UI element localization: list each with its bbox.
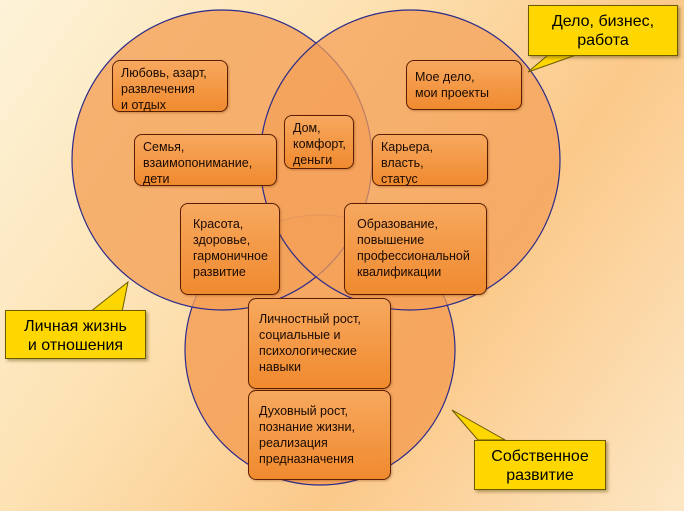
box-family: Семья, взаимопонимание, дети (134, 134, 277, 186)
callout-business: Дело, бизнес, работа (528, 5, 678, 56)
box-career: Карьера, власть, статус (372, 134, 488, 186)
callout-development: Собственное развитие (474, 440, 606, 490)
box-love: Любовь, азарт, развлечения и отдых (112, 60, 228, 112)
callout-personal-pointer (88, 280, 129, 313)
box-personal-growth: Личностный рост, социальные и психологич… (248, 298, 391, 389)
box-own-business: Мое дело, мои проекты (406, 60, 522, 110)
box-education: Образование, повышение профессиональной … (344, 203, 487, 295)
callout-development-pointer (451, 409, 507, 441)
box-spiritual-growth: Духовный рост, познание жизни, реализаци… (248, 390, 391, 480)
callout-personal: Личная жизнь и отношения (5, 310, 146, 359)
box-beauty: Красота, здоровье, гармоничное развитие (180, 203, 280, 295)
callout-business-pointer (527, 54, 577, 73)
box-home: Дом, комфорт, деньги (284, 115, 354, 169)
